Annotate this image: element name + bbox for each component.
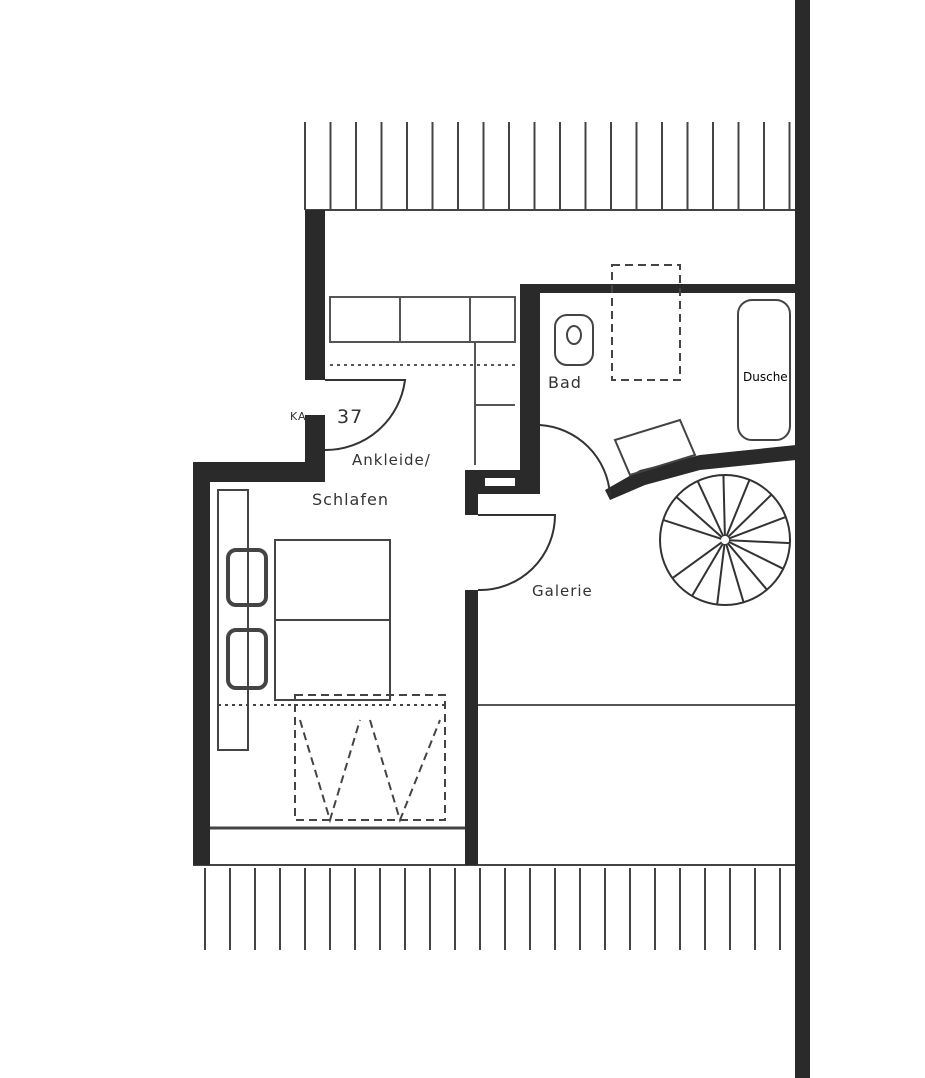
stair-tread bbox=[722, 474, 726, 537]
spiral-staircase bbox=[659, 474, 791, 606]
stair-outline bbox=[659, 474, 791, 606]
room-label-bad: Bad bbox=[548, 373, 582, 392]
room-label-schlafen: Schlafen bbox=[312, 490, 389, 509]
stair-tread bbox=[662, 518, 722, 540]
stair-prefix-label: KA bbox=[290, 410, 307, 423]
bath-fixtures bbox=[554, 264, 791, 477]
stair-tread bbox=[675, 496, 723, 539]
stair-tread bbox=[725, 479, 751, 537]
stair-tread bbox=[728, 540, 784, 570]
room-label-dusche: Dusche bbox=[743, 370, 788, 384]
room-label-ankleide: Ankleide/ bbox=[352, 451, 431, 469]
exterior-boundary-wall bbox=[795, 0, 810, 1078]
roof-rafters-top bbox=[304, 122, 791, 210]
roof-rafters-bottom bbox=[204, 868, 781, 950]
stair-tread bbox=[726, 542, 768, 591]
walls bbox=[193, 210, 796, 865]
stair-tread bbox=[725, 543, 745, 603]
stair-tread bbox=[728, 516, 787, 540]
stair-tread bbox=[728, 539, 790, 545]
bed bbox=[210, 489, 465, 830]
stair-tread bbox=[727, 493, 773, 538]
wardrobe bbox=[329, 296, 516, 465]
stair-tread bbox=[696, 480, 725, 537]
stair-number-label: 37 bbox=[337, 406, 363, 428]
doors bbox=[324, 379, 611, 592]
stair-tread bbox=[691, 542, 724, 597]
stair-tread bbox=[716, 543, 726, 605]
room-label-galerie: Galerie bbox=[532, 582, 593, 600]
stair-tread bbox=[671, 541, 723, 580]
